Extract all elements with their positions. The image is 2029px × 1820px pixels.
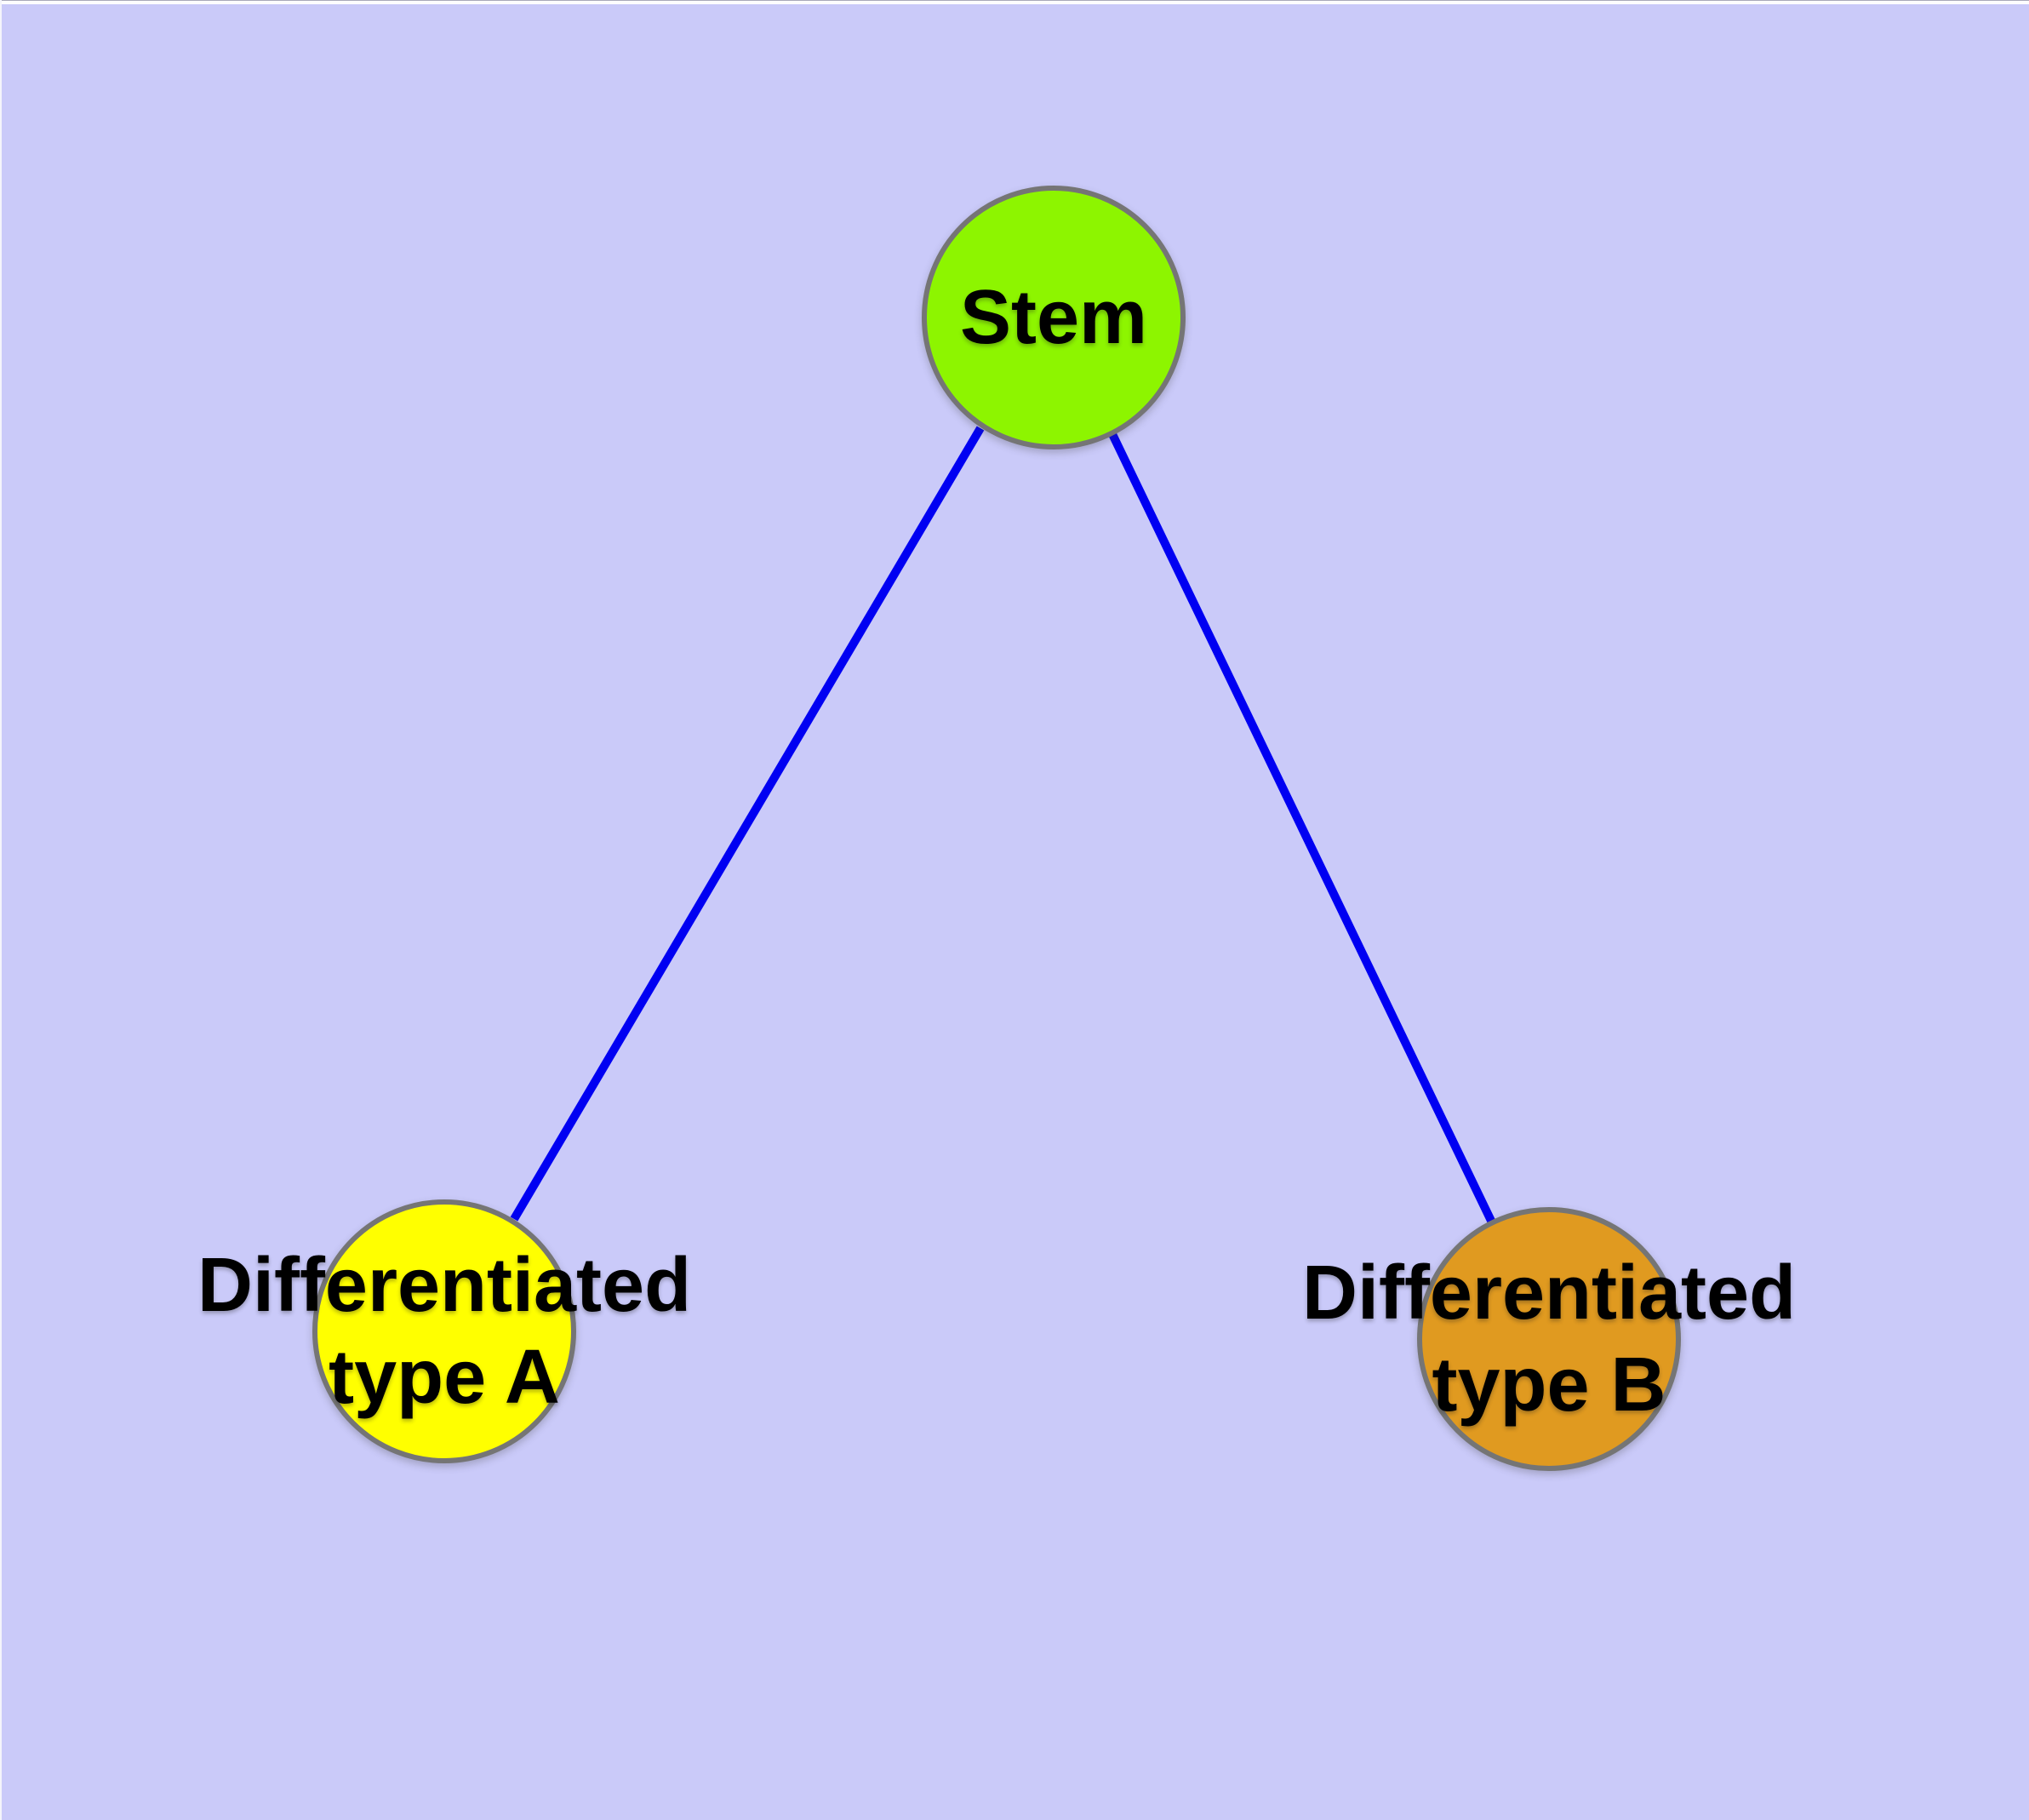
node-type-b-label: Differentiated type B xyxy=(1302,1247,1796,1431)
edge-stem-to-type-a xyxy=(510,426,985,1222)
window-left-edge xyxy=(0,0,2,1820)
node-type-a-label-line1: Differentiated xyxy=(197,1243,692,1328)
node-differentiated-type-a[interactable]: Differentiated type A xyxy=(197,1199,691,1463)
node-stem-label: Stem xyxy=(960,272,1147,363)
node-differentiated-type-b[interactable]: Differentiated type B xyxy=(1302,1207,1796,1471)
node-stem[interactable]: Stem xyxy=(922,186,1186,449)
edge-stem-to-type-b xyxy=(1108,432,1495,1223)
window-top-edge xyxy=(0,0,2029,4)
node-type-a-label-line2: type A xyxy=(329,1335,560,1420)
node-type-b-label-line2: type B xyxy=(1432,1342,1666,1428)
node-type-a-label: Differentiated type A xyxy=(197,1239,691,1423)
node-stem-label-line: Stem xyxy=(959,275,1148,360)
node-type-b-label-line1: Differentiated xyxy=(1301,1251,1797,1336)
